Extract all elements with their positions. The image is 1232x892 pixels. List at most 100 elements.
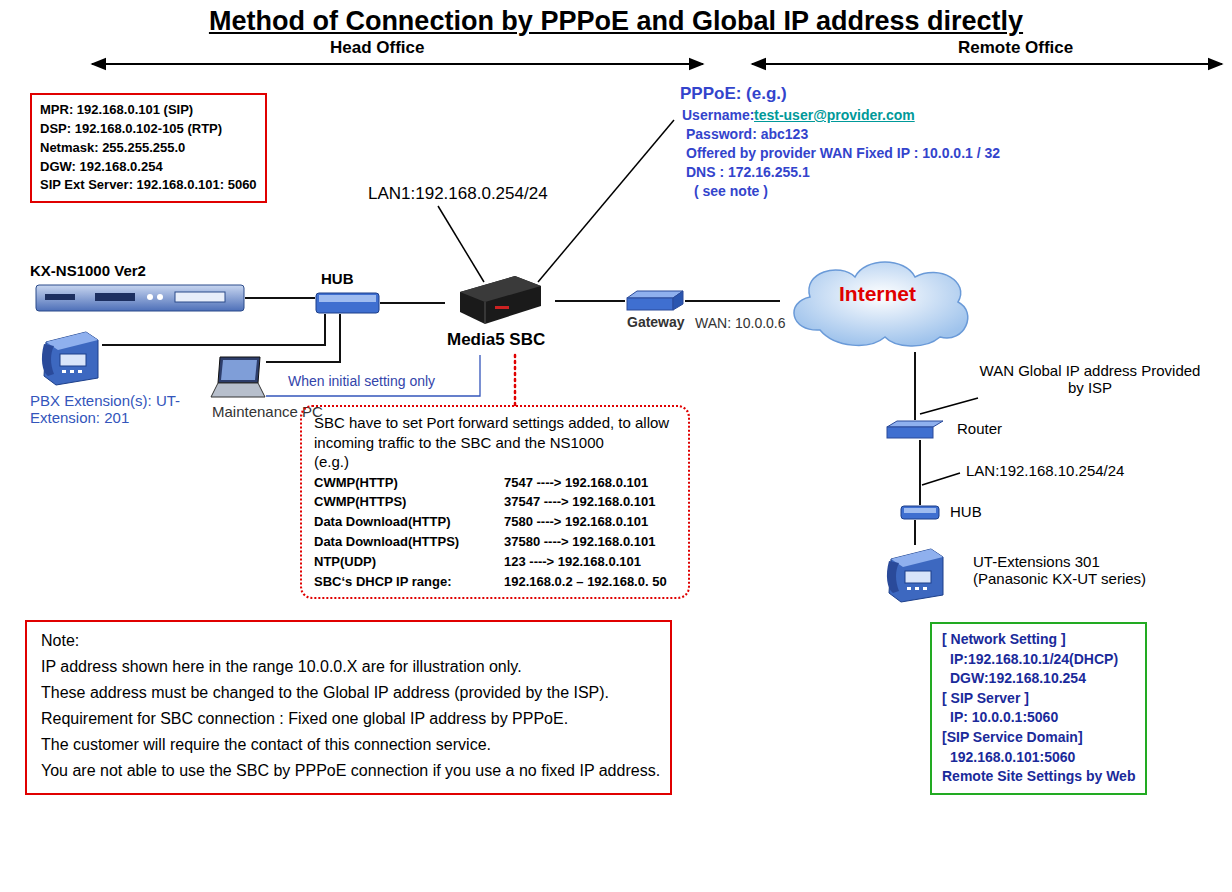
box-text: DGW:192.168.10.254	[942, 669, 1086, 689]
device-label: Internet	[780, 282, 975, 306]
box-text: Data Download(HTTPS)	[314, 534, 504, 551]
free-label: WAN Global IP address Provided by ISP	[975, 362, 1205, 396]
device-icon	[455, 272, 545, 328]
phone-device: PBX Extension(s): UT-Extension: 201	[40, 328, 102, 388]
box-text: SBC‘s DHCP IP range:	[314, 574, 504, 591]
text-row: IP: 10.0.0.1:5060	[942, 708, 1135, 728]
device-label: UT-Extensions 301 (Panasonic KX-UT serie…	[973, 553, 1173, 587]
leader-line	[920, 398, 978, 414]
text-box: Note:IP address shown here in the range …	[25, 620, 672, 795]
span-arrow	[752, 63, 1222, 65]
box-text: NTP(UDP)	[314, 554, 504, 571]
leader-line	[538, 120, 674, 282]
pc-device: Maintenance PC	[210, 355, 266, 400]
edge-label: When initial setting only	[286, 373, 437, 389]
text-box: [ Network Setting ]IP:192.168.10.1/24(DH…	[930, 622, 1147, 795]
box-text: (e.g.)	[314, 452, 349, 472]
connector	[685, 300, 780, 302]
box-text: SIP Ext Server: 192.168.0.101: 5060	[40, 176, 257, 195]
text-row: CWMP(HTTP)7547 ----> 192.168.0.101	[314, 472, 676, 492]
leader-line	[438, 206, 484, 282]
box-text: 123 ----> 192.168.0.101	[504, 554, 641, 571]
ns-device: KX-NS1000 Ver2	[35, 283, 245, 313]
text-row: MPR: 192.168.0.101 (SIP)	[40, 101, 257, 120]
free-label: Password: abc123	[686, 126, 808, 142]
box-text: DGW: 192.168.0.254	[40, 158, 163, 177]
connector	[266, 314, 340, 362]
router-device: Router	[885, 420, 945, 440]
text-row: 192.168.0.101:5060	[942, 748, 1135, 768]
free-label: Head Office	[330, 38, 424, 58]
text-row: Note:	[41, 628, 660, 654]
box-text: IP: 10.0.0.1:5060	[942, 708, 1058, 728]
text-row: CWMP(HTTPS)37547 ----> 192.168.0.101	[314, 491, 676, 511]
hub-device: HUB	[315, 292, 380, 314]
box-text: 192.168.0.101:5060	[942, 748, 1075, 768]
device-label: HUB	[950, 503, 982, 520]
device-label: Router	[957, 420, 1002, 437]
text-row: NTP(UDP)123 ----> 192.168.0.101	[314, 551, 676, 571]
box-text: CWMP(HTTPS)	[314, 494, 504, 511]
device-icon	[315, 292, 380, 314]
text-row: Remote Site Settings by Web	[942, 767, 1135, 787]
connector	[914, 520, 916, 545]
device-icon	[40, 328, 102, 388]
connector	[266, 355, 480, 396]
free-label: Username:	[682, 107, 754, 123]
text-row: SIP Ext Server: 192.168.0.101: 5060	[40, 176, 257, 195]
text-row: You are not able to use the SBC by PPPoE…	[41, 758, 660, 784]
diagram-title: Method of Connection by PPPoE and Global…	[0, 6, 1232, 37]
phone-device: UT-Extensions 301 (Panasonic KX-UT serie…	[885, 545, 947, 603]
box-text: Netmask: 255.255.255.0	[40, 139, 185, 158]
device-icon	[885, 420, 945, 440]
free-label: DNS : 172.16.255.1	[686, 164, 810, 180]
box-text: You are not able to use the SBC by PPPoE…	[41, 758, 660, 784]
box-text: 7580 ----> 192.168.0.101	[504, 514, 648, 531]
device-icon	[900, 505, 940, 520]
free-label: test-user@provider.com	[754, 107, 915, 123]
connector	[555, 300, 625, 302]
device-label: Gateway	[627, 314, 685, 330]
device-icon	[210, 355, 266, 400]
box-text: 37547 ----> 192.168.0.101	[504, 494, 655, 511]
free-label: Offered by provider WAN Fixed IP : 10.0.…	[686, 145, 1000, 161]
device-icon	[885, 545, 947, 603]
text-row: These address must be changed to the Glo…	[41, 680, 660, 706]
box-text: The customer will require the contact of…	[41, 732, 491, 758]
connector	[380, 302, 445, 304]
box-text: Requirement for SBC connection : Fixed o…	[41, 706, 568, 732]
box-text: [ SIP Server ]	[942, 689, 1029, 709]
free-label: Remote Office	[958, 38, 1073, 58]
text-box: MPR: 192.168.0.101 (SIP)DSP: 192.168.0.1…	[30, 93, 267, 203]
box-text: 7547 ----> 192.168.0.101	[504, 475, 648, 492]
cloud-device: Internet	[780, 252, 975, 352]
connector	[514, 355, 517, 405]
box-text: These address must be changed to the Glo…	[41, 680, 609, 706]
box-text: DSP: 192.168.0.102-105 (RTP)	[40, 120, 222, 139]
box-text: Note:	[41, 628, 79, 654]
text-row: Netmask: 255.255.255.0	[40, 139, 257, 158]
box-text: Remote Site Settings by Web	[942, 767, 1135, 787]
connector	[102, 314, 325, 345]
sbc-device: Media5 SBC	[445, 272, 555, 355]
free-label: WAN: 10.0.0.6	[695, 315, 786, 331]
text-box: SBC have to set Port forward settings ad…	[300, 405, 690, 599]
device-icon	[625, 290, 685, 312]
free-label: ( see note )	[694, 183, 768, 199]
box-text: SBC have to set Port forward settings ad…	[314, 413, 676, 452]
text-row: DGW:192.168.10.254	[942, 669, 1135, 689]
device-label: PBX Extension(s): UT-Extension: 201	[30, 392, 210, 426]
hub-device: HUB	[900, 505, 940, 520]
text-row: [ Network Setting ]	[942, 630, 1135, 650]
device-label: KX-NS1000 Ver2	[30, 262, 146, 279]
free-label: LAN1:192.168.0.254/24	[368, 184, 548, 204]
text-row: Requirement for SBC connection : Fixed o…	[41, 706, 660, 732]
text-row: [SIP Service Domain]	[942, 728, 1135, 748]
text-row: The customer will require the contact of…	[41, 732, 660, 758]
device-label: HUB	[321, 270, 354, 287]
free-label: PPPoE: (e.g.)	[680, 84, 787, 104]
text-row: (e.g.)	[314, 452, 676, 472]
box-text: IP:192.168.10.1/24(DHCP)	[942, 650, 1118, 670]
span-arrow	[92, 63, 703, 65]
device-icon	[35, 283, 245, 313]
